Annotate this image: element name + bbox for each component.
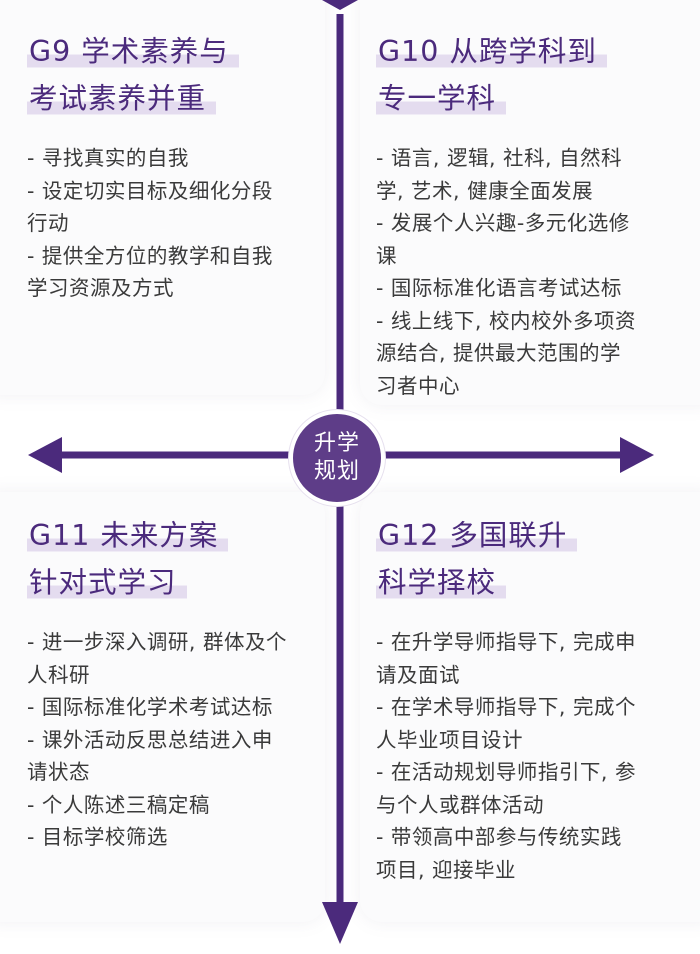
list-line: 学习资源及方式 — [27, 276, 174, 300]
quadrant-g9: G9 学术素养与 考试素养并重 - 寻找真实的自我 - 设定切实目标及细化分段 … — [27, 28, 322, 305]
list-line: - 设定切实目标及细化分段 — [27, 178, 273, 203]
title-line: 科学择校 — [376, 559, 507, 606]
list-line: - 国际标准化语言考试达标 — [376, 276, 622, 300]
list-line: - 发展个人兴趣-多元化选修 — [376, 211, 630, 235]
list-line: 源结合, 提供最大范围的学 — [376, 341, 622, 365]
list-line: 人科研 — [27, 662, 90, 687]
list-line: 行动 — [27, 211, 69, 235]
quadrant-g12: G12 多国联升 科学择校 - 在升学导师指导下, 完成申 请及面试 - 在学术… — [376, 512, 676, 886]
list-line: - 进一步深入调研, 群体及个 — [27, 630, 287, 654]
goal-list: - 寻找真实的自我 - 设定切实目标及细化分段 行动 - 提供全方位的教学和自我… — [27, 142, 322, 305]
title-line: G12 多国联升 — [376, 512, 578, 559]
list-line: - 提供全方位的教学和自我 — [27, 243, 273, 268]
quadrant-title: G12 多国联升 科学择校 — [376, 512, 676, 606]
list-line: - 在升学导师指导下, 完成申 — [376, 630, 636, 654]
list-line: - 线上线下, 校内校外多项资 — [376, 308, 636, 333]
quadrant-g11: G11 未来方案 针对式学习 - 进一步深入调研, 群体及个 人科研 - 国际标… — [27, 512, 322, 854]
list-line: - 个人陈述三稿定稿 — [27, 792, 210, 817]
quadrant-title: G11 未来方案 针对式学习 — [27, 512, 322, 606]
center-label-line-1: 升学 — [313, 431, 360, 456]
quadrant-g10: G10 从跨学科到 专一学科 - 语言, 逻辑, 社科, 自然科 学, 艺术, … — [376, 28, 676, 402]
list-line: - 寻找真实的自我 — [27, 146, 189, 170]
arrow-down-icon — [322, 902, 358, 944]
list-line: 请状态 — [27, 760, 90, 784]
goal-list: - 进一步深入调研, 群体及个 人科研 - 国际标准化学术考试达标 - 课外活动… — [27, 626, 322, 854]
list-line: - 语言, 逻辑, 社科, 自然科 — [376, 146, 623, 170]
title-line: G10 从跨学科到 — [376, 28, 607, 75]
list-line: - 课外活动反思总结进入申 — [27, 727, 273, 752]
title-line: G11 未来方案 — [27, 512, 229, 559]
list-line: - 国际标准化学术考试达标 — [27, 695, 273, 719]
arrow-up-icon — [322, 0, 358, 10]
list-line: 与个人或群体活动 — [376, 792, 544, 817]
title-line: G9 学术素养与 — [27, 28, 239, 75]
list-line: 习者中心 — [376, 373, 460, 398]
center-label-line-2: 规划 — [313, 459, 360, 484]
arrow-left-icon — [28, 437, 62, 473]
title-line: 专一学科 — [376, 75, 507, 122]
arrow-right-icon — [620, 437, 654, 473]
quadrant-title: G10 从跨学科到 专一学科 — [376, 28, 676, 122]
list-line: 请及面试 — [376, 662, 460, 687]
goal-list: - 语言, 逻辑, 社科, 自然科 学, 艺术, 健康全面发展 - 发展个人兴趣… — [376, 142, 676, 402]
list-line: 项目, 迎接毕业 — [376, 857, 517, 882]
list-line: 课 — [376, 243, 397, 268]
list-line: - 在活动规划导师指引下, 参 — [376, 760, 636, 784]
goal-list: - 在升学导师指导下, 完成申 请及面试 - 在学术导师指导下, 完成个 人毕业… — [376, 626, 676, 886]
list-line: 人毕业项目设计 — [376, 727, 523, 752]
list-line: - 目标学校筛选 — [27, 825, 168, 849]
center-circle-label: 升学 规划 — [289, 410, 385, 506]
list-line: - 带领高中部参与传统实践 — [376, 825, 622, 849]
title-line: 针对式学习 — [27, 559, 187, 606]
title-line: 考试素养并重 — [27, 75, 217, 122]
list-line: 学, 艺术, 健康全面发展 — [376, 178, 594, 203]
quadrant-title: G9 学术素养与 考试素养并重 — [27, 28, 322, 122]
list-line: - 在学术导师指导下, 完成个 — [376, 695, 636, 719]
